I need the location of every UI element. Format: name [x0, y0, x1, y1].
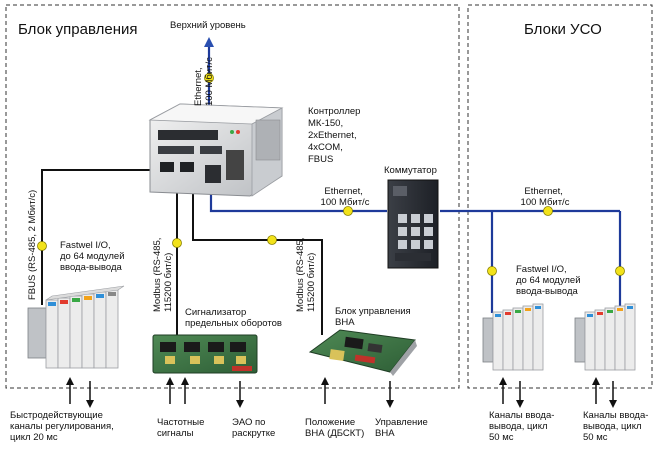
controller-device [148, 103, 284, 197]
connector-dot [487, 266, 497, 276]
connector-dot [267, 235, 277, 245]
connector-dot [543, 206, 553, 216]
vna-control-device [308, 329, 417, 376]
fast-channels-label: Быстродействующие каналы регулирования, … [10, 410, 116, 443]
switch-label: Коммутатор [384, 165, 437, 176]
connector-dot [172, 238, 182, 248]
eao-label: ЭАО по раскрутке [232, 417, 275, 439]
connector-dot [37, 241, 47, 251]
ethernet-top-label: Ethernet, 100 Мбит/с [193, 57, 215, 106]
fastwel-io-left [27, 285, 125, 369]
modbus-2-cable [192, 180, 323, 335]
connector-dot [615, 266, 625, 276]
vna-position-label: Положение ВНА (ДБСКТ) [305, 417, 364, 439]
switch-device [387, 179, 439, 269]
connector-dot [343, 206, 353, 216]
fbus-cable [41, 140, 161, 305]
upper-level-label: Верхний уровень [170, 20, 246, 31]
control-block-border [5, 4, 460, 389]
fastwel-left-label: Fastwel I/O, до 64 модулей ввода-вывода [60, 240, 127, 273]
vna-control-label: Блок управления ВНА [335, 306, 413, 328]
fastwel-io-right-1 [482, 303, 544, 371]
ethernet-right-label: Ethernet, 100 Мбит/с [521, 186, 570, 208]
io-arrows [66, 377, 617, 408]
connector-dot [204, 73, 214, 83]
fastwel-right-label: Fastwel I/O, до 64 модулей ввода-вывода [516, 264, 583, 297]
io-channels-1-label: Каналы ввода- вывода, цикл 50 мс [489, 410, 557, 443]
fbus-label: FBUS (RS-485, 2 Мбит/с) [27, 190, 38, 300]
control-block-title: Блок управления [18, 21, 137, 38]
fastwel-io-right-2 [574, 303, 636, 371]
modbus-1-label: Modbus (RS-485, 115200 бит/с) [152, 235, 174, 312]
freq-signals-label: Частотные сигналы [157, 417, 207, 439]
uso-block-border [467, 4, 653, 389]
ethernet-left-label: Ethernet, 100 Мбит/с [321, 186, 370, 208]
speed-signaler-label: Сигнализатор предельных оборотов [185, 307, 282, 329]
vna-control-bottom-label: Управление ВНА [375, 417, 430, 439]
connector-dots [37, 73, 625, 276]
controller-label: Контроллер МК-150, 2xEthernet, 4xCOM, FB… [308, 106, 363, 165]
io-channels-2-label: Каналы ввода- вывода, цикл 50 мс [583, 410, 651, 443]
speed-signaler-device [152, 334, 258, 374]
modbus-2-label: Modbus (RS-485, 115200 бит/с) [295, 235, 317, 312]
uso-blocks-title: Блоки УСО [524, 21, 602, 38]
